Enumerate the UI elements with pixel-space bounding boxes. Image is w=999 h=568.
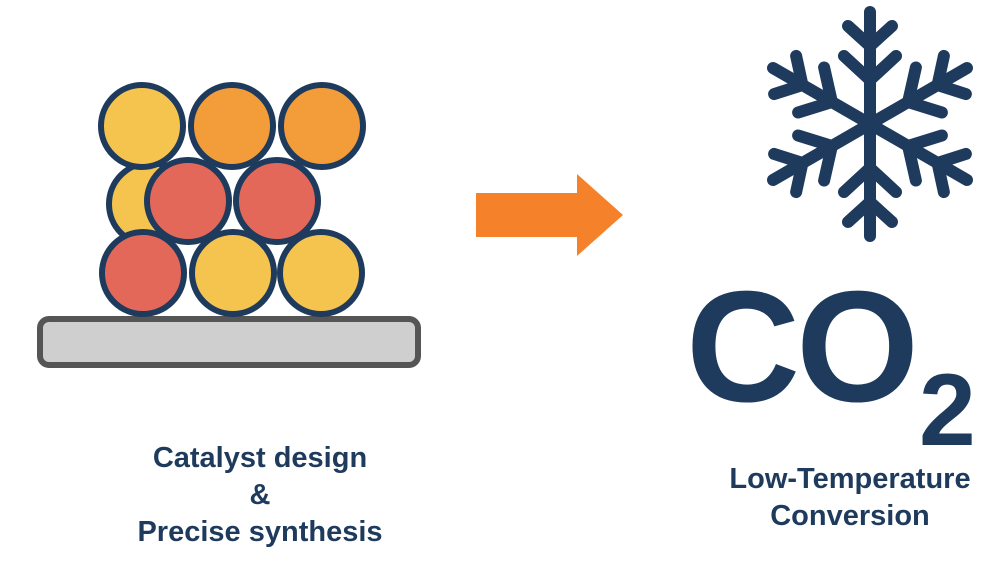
catalyst-caption: Catalyst design & Precise synthesis [60, 440, 460, 551]
catalyst-caption-line1: Catalyst design [152, 442, 368, 474]
particle-top-1 [98, 82, 186, 170]
co2-subscript: 2 [919, 353, 976, 467]
co2-main-text: CO [686, 259, 919, 435]
snowflake-icon [760, 6, 980, 236]
conversion-caption: Low-Temperature Conversion [690, 461, 999, 535]
conversion-caption-line1: Low-Temperature [729, 463, 971, 495]
particle-top-3 [278, 82, 366, 170]
catalyst-caption-line2: & [249, 479, 271, 511]
particle-top-2 [188, 82, 276, 170]
co2-formula: CO2 [686, 259, 976, 467]
particle-bottom-3 [277, 229, 365, 317]
catalyst-particles [98, 82, 366, 317]
conversion-caption-line2: Conversion [770, 500, 930, 532]
support-substrate [37, 316, 421, 368]
particle-bottom-2 [189, 229, 277, 317]
process-arrow [476, 174, 623, 256]
catalyst-caption-line3: Precise synthesis [137, 516, 383, 548]
particle-mid-2 [233, 157, 321, 245]
particle-mid-1 [144, 157, 232, 245]
particle-bottom-1 [99, 229, 187, 317]
